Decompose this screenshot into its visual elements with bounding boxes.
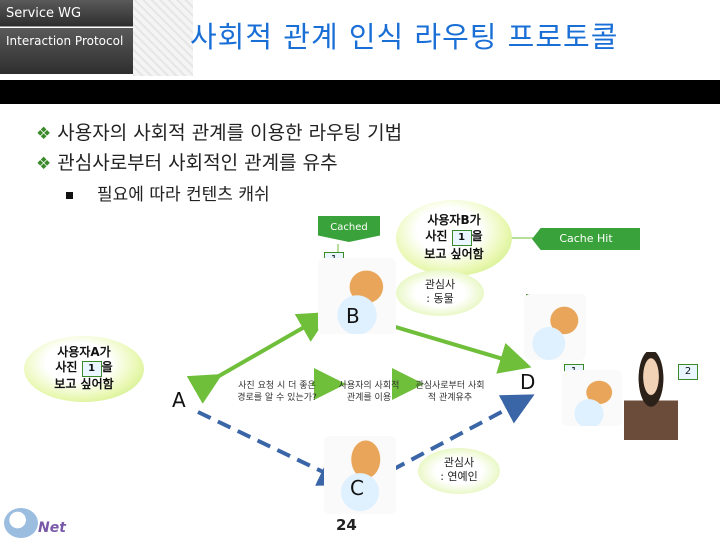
interest-animal-bubble: 관심사 : 동물: [396, 270, 484, 316]
photo-1-box-a: 1: [81, 361, 102, 377]
header-divider-bar: [0, 80, 720, 104]
fnet-logo-text: Net: [38, 520, 66, 536]
slide-title: 사회적 관계 인식 라우팅 프로토콜: [190, 20, 619, 54]
node-d-label: D: [520, 370, 536, 394]
arrow-a-b: [186, 312, 331, 404]
person-photo-image: [624, 352, 678, 440]
arrow-b-d: [348, 298, 532, 374]
node-c-label: C: [350, 476, 364, 500]
cat-bowl-image-d2: [562, 370, 622, 426]
bullet-1: ❖사용자의 사회적 관계를 이용한 라우팅 기법: [36, 122, 403, 144]
bullet-2: ❖관심사로부터 사회적인 관계를 유추: [36, 152, 338, 174]
sub-bullet: 필요에 따라 컨텐츠 캐쉬: [66, 180, 270, 205]
diamond-bullet-icon: ❖: [36, 154, 52, 174]
diamond-bullet-icon: ❖: [36, 124, 52, 144]
cat-bowl-image-d1: [524, 294, 586, 360]
page-number: 24: [336, 516, 357, 534]
step-social-relation-text: 사용자의 사회적 관계를 이용: [338, 381, 400, 403]
cat-bowl-image-c: [324, 436, 396, 514]
service-wg-label: Service WG: [0, 0, 133, 27]
node-a-label: A: [172, 388, 186, 412]
step-better-route-text: 사진 요청 시 더 좋은 경로를 알 수 있는가?: [237, 381, 317, 403]
photo-1-box: 1: [451, 230, 472, 246]
interaction-protocol-label: Interaction Protocol: [0, 28, 133, 74]
square-bullet-icon: [66, 191, 73, 199]
cache-hit-tag: Cache Hit: [532, 228, 640, 250]
cat-bowl-image-b: [318, 258, 396, 334]
arrow-c-d: [391, 394, 535, 472]
fnet-logo-icon: [4, 508, 38, 538]
node-b-label: B: [346, 304, 360, 328]
photo-2-box-d3: 2: [678, 364, 698, 380]
step-infer-relation-text: 관심사로부터 사회적 관계유추: [415, 381, 485, 403]
arrow-a-c: [197, 410, 351, 486]
interest-celebrity-bubble: 관심사 : 연예인: [418, 448, 500, 494]
header-pattern: [133, 0, 193, 76]
